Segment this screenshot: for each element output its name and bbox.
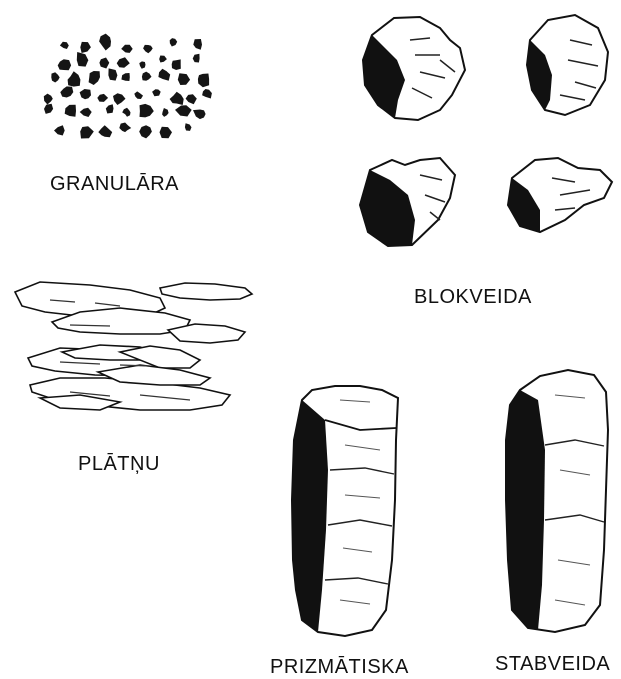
rounded-column-icon — [506, 370, 608, 632]
block-clod-3 — [360, 158, 455, 246]
granule — [60, 86, 73, 97]
granule — [152, 89, 161, 96]
granule — [142, 72, 152, 81]
granule — [172, 59, 181, 70]
prism-column-icon — [292, 386, 398, 636]
granular-crumbs-icon — [44, 34, 212, 139]
granule — [143, 45, 153, 53]
platy-layers-icon — [15, 282, 252, 410]
granule — [51, 72, 59, 82]
granular-label: GRANULĀRA — [50, 173, 179, 196]
granule — [185, 123, 192, 131]
granule — [80, 126, 94, 138]
granule — [193, 39, 202, 50]
granule — [139, 125, 152, 138]
granule — [162, 108, 169, 117]
granule — [122, 108, 130, 117]
granule — [117, 57, 130, 68]
granule — [170, 92, 184, 105]
granule — [178, 73, 190, 85]
granule — [121, 45, 133, 53]
granule — [139, 61, 145, 68]
granule — [98, 125, 112, 137]
granule — [158, 69, 170, 81]
granule — [198, 74, 209, 88]
granule — [54, 125, 65, 135]
granule — [99, 34, 111, 51]
granule — [121, 73, 129, 81]
block-clod-4 — [508, 158, 612, 232]
columnar-label: STABVEIDA — [495, 653, 610, 676]
granule — [58, 59, 71, 70]
platy-label: PLĀTŅU — [78, 453, 160, 476]
granule — [77, 52, 89, 67]
granule — [159, 56, 167, 63]
blocky-label: BLOKVEIDA — [414, 286, 532, 309]
granule — [186, 94, 197, 104]
blocky-clods-icon — [360, 15, 612, 246]
granule — [106, 104, 114, 113]
granule — [202, 89, 212, 99]
granule — [113, 93, 126, 105]
granule — [193, 54, 200, 63]
granule — [140, 104, 154, 118]
granule — [108, 68, 117, 80]
granule — [170, 38, 178, 46]
granule — [80, 89, 91, 99]
granule — [134, 91, 143, 99]
granule — [119, 123, 131, 133]
granule — [193, 110, 206, 120]
granule — [80, 42, 91, 53]
granule — [175, 105, 192, 116]
granule — [44, 104, 53, 114]
granule — [65, 105, 76, 117]
granule — [68, 71, 81, 86]
granule — [80, 108, 92, 117]
granule — [89, 71, 100, 85]
block-clod-2 — [527, 15, 608, 115]
prismatic-label: PRIZMĀTISKA — [270, 656, 409, 679]
block-clod-1 — [363, 17, 465, 120]
granule — [99, 58, 109, 69]
granule — [97, 94, 108, 102]
granule — [60, 42, 69, 49]
granule — [44, 94, 53, 105]
granule — [160, 127, 173, 139]
